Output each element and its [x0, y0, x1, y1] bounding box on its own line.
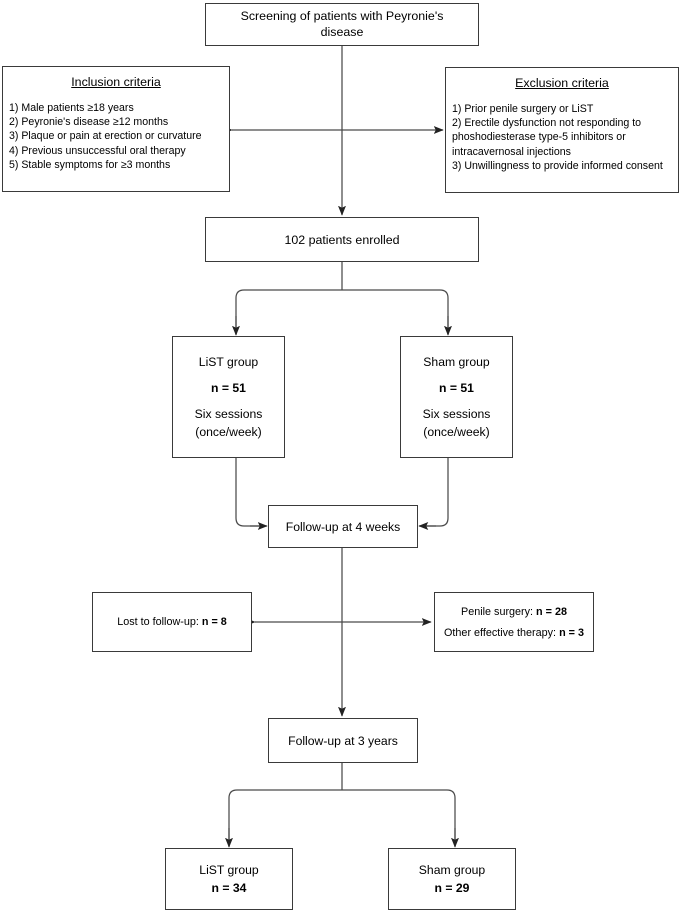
list-group-sessions-2: (once/week)	[195, 425, 262, 439]
exclusion-item: 3) Unwillingness to provide informed con…	[452, 159, 663, 172]
sham-group-n: n = 51	[439, 381, 474, 395]
screening-line-1: Screening of patients with Peyronie's	[240, 9, 444, 23]
followup-3y-label: Follow-up at 3 years	[288, 733, 398, 748]
node-sham-group[interactable]: Sham group n = 51 Six sessions (once/wee…	[400, 336, 513, 458]
other-therapy-label: Other effective therapy:	[444, 626, 560, 639]
node-list-group-final[interactable]: LiST group n = 34	[165, 848, 293, 910]
reason-row-other-therapy: Other effective therapy: n = 3	[439, 627, 589, 639]
node-followup-4-weeks[interactable]: Follow-up at 4 weeks	[268, 505, 418, 548]
lost-label: Lost to follow-up:	[117, 616, 202, 628]
other-therapy-n: n = 3	[559, 626, 584, 639]
inclusion-heading: Inclusion criteria	[71, 75, 161, 89]
sham-group-label: Sham group	[423, 355, 490, 369]
node-sham-group-final[interactable]: Sham group n = 29	[388, 848, 516, 910]
list-final-n: n = 34	[211, 881, 247, 895]
penile-surgery-n: n = 28	[536, 605, 567, 618]
node-attrition-reasons[interactable]: Penile surgery: n = 28 Other effective t…	[434, 592, 594, 652]
inclusion-item: 2) Peyronie's disease ≥12 months	[9, 116, 169, 129]
lost-row: Lost to follow-up: n = 8	[93, 616, 251, 628]
list-group-sessions-1: Six sessions	[194, 407, 263, 421]
screening-line-2: disease	[320, 24, 364, 39]
connector-enrolled-split	[235, 289, 449, 334]
reason-row-penile-surgery: Penile surgery: n = 28	[439, 606, 589, 618]
inclusion-item: 4) Previous unsuccessful oral therapy	[9, 144, 186, 157]
exclusion-heading: Exclusion criteria	[515, 76, 609, 90]
sham-final-label: Sham group	[418, 863, 486, 877]
exclusion-item: 2) Erectile dysfunction not responding t…	[452, 117, 642, 158]
list-final-label: LiST group	[199, 863, 259, 877]
node-enrolled[interactable]: 102 patients enrolled	[205, 217, 479, 262]
sham-final-n: n = 29	[434, 881, 470, 895]
inclusion-item: 3) Plaque or pain at erection or curvatu…	[9, 130, 202, 143]
list-group-n: n = 51	[211, 381, 246, 395]
lost-n: n = 8	[201, 616, 227, 628]
node-followup-3-years[interactable]: Follow-up at 3 years	[268, 718, 418, 763]
node-lost-to-followup[interactable]: Lost to follow-up: n = 8	[92, 592, 252, 652]
connector-fu3y-split	[228, 789, 456, 846]
node-exclusion-criteria[interactable]: Exclusion criteria 1) Prior penile surge…	[445, 67, 679, 193]
inclusion-item: 5) Stable symptoms for ≥3 months	[9, 158, 171, 171]
sham-group-sessions-2: (once/week)	[423, 425, 490, 439]
sham-group-sessions-1: Six sessions	[422, 407, 491, 421]
connector-list-to-fu4	[235, 458, 265, 527]
node-inclusion-criteria[interactable]: Inclusion criteria 1) Male patients ≥18 …	[2, 66, 230, 192]
node-list-group[interactable]: LiST group n = 51 Six sessions (once/wee…	[172, 336, 285, 458]
followup-4w-label: Follow-up at 4 weeks	[285, 519, 401, 534]
enrolled-label: 102 patients enrolled	[284, 232, 400, 247]
inclusion-item: 1) Male patients ≥18 years	[9, 102, 134, 114]
exclusion-item: 1) Prior penile surgery or LiST	[452, 103, 594, 115]
node-screening[interactable]: Screening of patients with Peyronie's di…	[205, 3, 479, 46]
connector-sham-to-fu4	[421, 458, 449, 527]
list-group-label: LiST group	[198, 355, 259, 369]
penile-surgery-label: Penile surgery:	[461, 605, 537, 618]
